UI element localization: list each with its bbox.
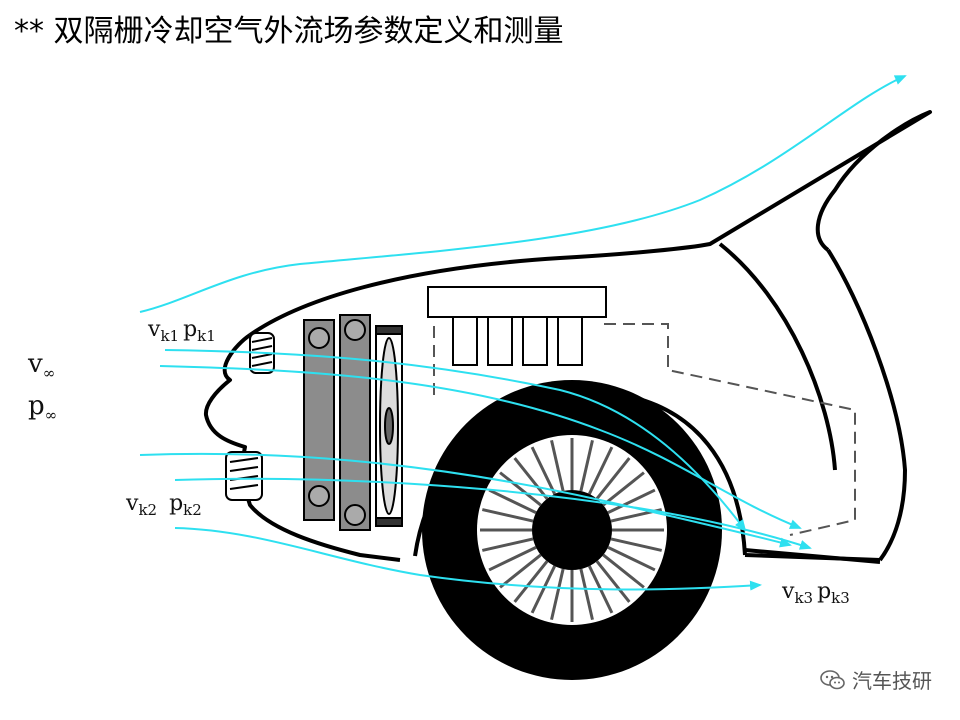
radiator-rear [339, 314, 371, 531]
wheel-spoke [595, 457, 631, 500]
flow-upper-grille-2 [159, 365, 802, 529]
engine-bay-dashed [433, 323, 856, 536]
front-bumper-profile [203, 333, 401, 562]
front-wheel [422, 380, 722, 680]
label-p-infinity: p∞ [28, 391, 57, 424]
wheel-spoke [579, 439, 594, 492]
airflow-streamlines [139, 75, 907, 591]
wheel-spoke [607, 546, 656, 572]
a-pillar-line [826, 248, 907, 562]
wheel-spoke [550, 439, 565, 492]
hood-and-windshield-line [248, 110, 932, 337]
flow-upper-grille-1 [164, 349, 747, 532]
wheel-spoke [602, 471, 645, 507]
wheel-spoke [530, 446, 556, 495]
wheel-spoke [481, 537, 534, 552]
flow-mid-1 [139, 452, 792, 548]
page-title: ** 双隔栅冷却空气外流场参数定义和测量 [14, 14, 564, 49]
flow-over-hood [139, 75, 907, 313]
wheel-spoke [610, 537, 663, 552]
underbody-exit [744, 548, 881, 564]
inner-fender-line [718, 242, 837, 471]
wheel-spoke [579, 568, 594, 621]
wheel-spoke [595, 560, 631, 603]
flow-mid-2 [174, 477, 812, 550]
wheel-spoke [488, 546, 537, 572]
wheel-spoke [499, 471, 542, 507]
wheel-spoke [602, 553, 645, 589]
watermark: 汽车技研 [820, 665, 932, 694]
radiator-front [303, 319, 335, 521]
wheel-spoke [513, 560, 549, 603]
wheel-spoke [513, 457, 549, 500]
wheel-spoke [481, 508, 534, 523]
flow-under-bumper [174, 527, 762, 591]
wheel-spoke [488, 488, 537, 514]
lower-grille [225, 451, 263, 501]
wheel-spoke [588, 446, 614, 495]
wheel-spoke [607, 488, 656, 514]
svg-text:p∞: p∞ [28, 391, 57, 424]
wechat-icon [820, 669, 845, 689]
wheel-spoke [550, 568, 565, 621]
watermark-text: 汽车技研 [852, 669, 932, 693]
svg-text:v∞: v∞ [27, 349, 55, 382]
wheel-spoke [530, 565, 556, 614]
engine [427, 286, 607, 366]
wheel-spoke [499, 553, 542, 589]
cooling-fan [375, 325, 403, 527]
label-v-infinity: v∞ [27, 349, 55, 382]
